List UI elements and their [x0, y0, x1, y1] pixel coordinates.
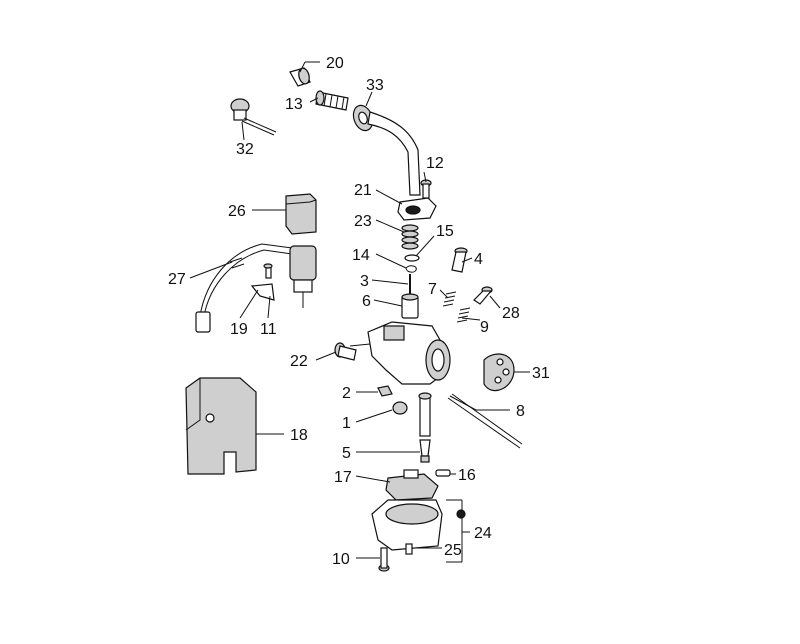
- callout-7: 7: [428, 281, 437, 298]
- part-11-bracket: [250, 283, 275, 301]
- part-5-needle-valve: [419, 439, 431, 463]
- part-9-spring: [456, 307, 471, 323]
- callout-9: 9: [480, 319, 489, 336]
- callout-12: 12: [426, 155, 444, 172]
- callout-2: 2: [342, 385, 351, 402]
- part-12-screw: [420, 179, 432, 199]
- part-26-rubber-boot: [285, 193, 317, 235]
- part-2-nut: [377, 385, 393, 397]
- part-32-cable-fitting: [230, 98, 277, 136]
- callout-28: 28: [502, 305, 520, 322]
- part-27-choke-wire: [195, 243, 293, 333]
- callout-labels: 20 33 13 32 12 21 26 23 15 14 4 3 7 27 6…: [168, 55, 550, 568]
- callout-15: 15: [436, 223, 454, 240]
- callout-19: 19: [230, 321, 248, 338]
- callout-5: 5: [342, 445, 351, 462]
- part-19-screw: [263, 263, 273, 279]
- callout-31: 31: [532, 365, 550, 382]
- callout-14: 14: [352, 247, 370, 264]
- part-1-jet: [392, 401, 408, 415]
- callout-8: 8: [516, 403, 525, 420]
- callout-22: 22: [290, 353, 308, 370]
- callout-13: 13: [285, 96, 303, 113]
- callout-24: 24: [474, 525, 492, 542]
- callout-11: 11: [260, 321, 277, 338]
- callout-26: 26: [228, 203, 246, 220]
- callout-21: 21: [354, 182, 372, 199]
- callout-33: 33: [366, 77, 384, 94]
- part-24-float-bowl: [371, 499, 466, 551]
- part-4-screw: [451, 247, 468, 273]
- part-23-spring: [401, 224, 419, 250]
- part-26-starter-body: [289, 245, 317, 308]
- part-31-gasket: [483, 353, 515, 392]
- callout-20: 20: [326, 55, 344, 72]
- callout-27: 27: [168, 271, 186, 288]
- part-25-drain-screw: [405, 543, 413, 555]
- part-16-pin: [435, 469, 451, 477]
- leader-lines: [189, 61, 530, 563]
- callout-6: 6: [362, 293, 371, 310]
- callout-32: 32: [236, 141, 254, 158]
- callout-1: 1: [342, 415, 351, 432]
- part-22-screw: [334, 342, 357, 361]
- jet-holder: [418, 392, 432, 437]
- part-15-washer: [404, 254, 420, 262]
- part-14-clip: [405, 265, 417, 273]
- callout-25: 25: [444, 542, 462, 559]
- throttle-cable-tube: [367, 111, 421, 196]
- part-18-cover: [185, 377, 257, 475]
- part-17-float: [385, 469, 439, 501]
- part-8-hose: [447, 393, 523, 449]
- part-6-throttle-slide: [401, 293, 419, 319]
- part-20-cap: [289, 67, 311, 87]
- part-13-adjuster-screw: [315, 90, 349, 111]
- part-7-spring: [442, 291, 457, 307]
- callout-4: 4: [474, 251, 483, 268]
- part-28-screw: [473, 286, 493, 305]
- part-21-mixer-cover: [397, 197, 437, 221]
- callout-10: 10: [332, 551, 350, 568]
- part-10-screw: [378, 547, 390, 572]
- callout-18: 18: [290, 427, 308, 444]
- callout-3: 3: [360, 273, 369, 290]
- callout-16: 16: [458, 467, 476, 484]
- callout-17: 17: [334, 469, 352, 486]
- carburetor-body: [349, 321, 451, 385]
- callout-23: 23: [354, 213, 372, 230]
